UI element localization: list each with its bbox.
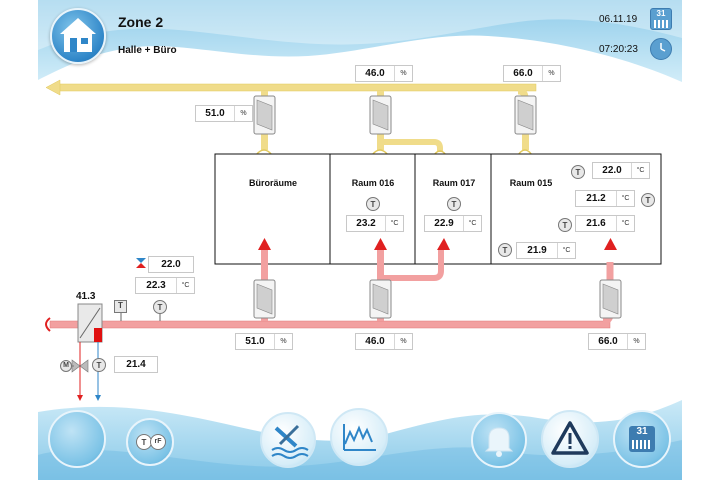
temp-sensor-icon: T: [92, 358, 106, 372]
dampers: [253, 95, 622, 319]
room-016-temp[interactable]: 23.2°C: [346, 215, 404, 232]
supply-damper-value-1[interactable]: 51.0%: [195, 105, 253, 122]
screen: Zone 2 Halle + Büro 06.11.19 31 07:20:23…: [38, 0, 682, 480]
room-015-temp-4[interactable]: 21.9°C: [516, 242, 576, 259]
trend-button[interactable]: [330, 408, 388, 466]
alarm-bell-button[interactable]: [471, 412, 527, 468]
heater-supply-temp[interactable]: 22.3°C: [135, 277, 195, 294]
valve-motor-icon[interactable]: M: [60, 360, 72, 372]
temp-sensor-icon: T: [641, 193, 655, 207]
supply-duct: [45, 79, 537, 156]
calendar-icon[interactable]: 31: [650, 8, 672, 30]
time-display: 07:20:23: [599, 44, 638, 55]
warning-button[interactable]: [541, 410, 599, 468]
schedule-button[interactable]: 31: [613, 410, 671, 468]
bell-icon: [484, 427, 514, 457]
heater-setpoint[interactable]: 22.0: [148, 256, 194, 273]
zone-title: Zone 2: [118, 14, 164, 30]
room-name-015: Raum 015: [509, 178, 553, 188]
return-damper-value-3[interactable]: 66.0%: [588, 333, 646, 350]
heater-outlet-temp: 41.3: [76, 291, 96, 302]
return-damper-value-2[interactable]: 46.0%: [355, 333, 413, 350]
home-button[interactable]: [50, 8, 106, 64]
home-icon: [60, 18, 96, 52]
setpoint-icon: [135, 256, 147, 268]
room-015-temp-1[interactable]: 22.0°C: [592, 162, 650, 179]
room-015-temp-2[interactable]: 21.2°C: [575, 190, 635, 207]
wrench-screwdriver-icon: [271, 424, 309, 459]
supply-damper-value-3[interactable]: 66.0%: [503, 65, 561, 82]
clock-icon[interactable]: [650, 38, 672, 60]
empty-nav-button[interactable]: [48, 410, 106, 468]
return-damper-value-1[interactable]: 51.0%: [235, 333, 293, 350]
temp-sensor-icon: T: [558, 218, 572, 232]
warning-icon: [551, 421, 589, 455]
temp-sensor-icon: T: [153, 300, 167, 314]
temp-sensor-square-icon: T: [114, 300, 127, 313]
room-015-temp-3[interactable]: 21.6°C: [575, 215, 635, 232]
room-name-017: Raum 017: [432, 178, 476, 188]
trf-button[interactable]: T rF: [126, 418, 174, 466]
supply-damper-value-2[interactable]: 46.0%: [355, 65, 413, 82]
temp-sensor-icon: T: [498, 243, 512, 257]
temp-sensor-icon: T: [571, 165, 585, 179]
temp-sensor-icon: T: [366, 197, 380, 211]
heater-return-temp[interactable]: 21.4: [114, 356, 158, 373]
temp-sensor-icon: T: [447, 197, 461, 211]
heater-unit: [69, 303, 161, 401]
service-button[interactable]: [260, 412, 316, 468]
zone-subtitle: Halle + Büro: [118, 45, 177, 56]
date-display: 06.11.19: [599, 14, 638, 25]
room-name-buero: Büroräume: [248, 178, 297, 188]
calendar-day: 31: [656, 9, 666, 18]
humidity-rf-icon: rF: [150, 434, 166, 450]
trend-chart-icon: [343, 424, 376, 451]
rooms-box: [214, 153, 662, 265]
calendar-day: 31: [636, 426, 648, 437]
room-017-temp[interactable]: 22.9°C: [424, 215, 482, 232]
room-name-016: Raum 016: [351, 178, 395, 188]
calendar-icon: 31: [629, 426, 655, 452]
